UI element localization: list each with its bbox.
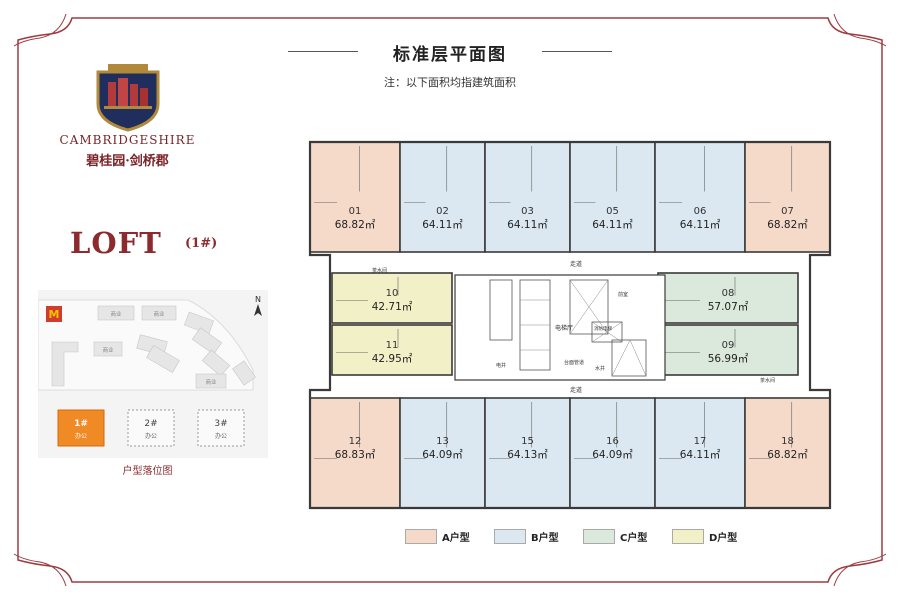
unit-area: 68.82㎡ (767, 449, 808, 461)
mech-room-label: 台面管道 (564, 359, 584, 366)
svg-text:3#: 3# (214, 419, 227, 429)
building-core: 电梯厅 台面管道 消防电梯 前室 电井 水井 (454, 274, 666, 381)
elevator-hall-label: 电梯厅 (555, 324, 573, 332)
tea-room-label-right: 茶水间 (760, 377, 775, 384)
product-title: LOFT (70, 226, 162, 260)
unit-07 (744, 141, 831, 253)
site-label: 商业 (110, 310, 122, 318)
unit-number: 16 (606, 436, 619, 447)
unit-area: 64.11㎡ (422, 219, 463, 231)
building-number: (1#) (185, 236, 218, 251)
unit-area: 56.99㎡ (708, 353, 749, 365)
unit-area: 68.82㎡ (335, 219, 376, 231)
unit-11 (331, 324, 453, 376)
site-label: 商业 (153, 310, 165, 318)
unit-16 (569, 397, 656, 509)
svg-text:办公: 办公 (215, 432, 227, 440)
unit-03 (484, 141, 571, 253)
unit-number: 12 (349, 436, 362, 447)
legend-swatch (672, 529, 704, 544)
legend-item-a: A户型 (405, 529, 470, 544)
north-label: N (255, 295, 261, 304)
legend-item-b: B户型 (494, 529, 559, 544)
legend-swatch (494, 529, 526, 544)
unit-09 (657, 324, 799, 376)
unit-number: 10 (386, 288, 399, 299)
floor-plan: 电梯厅 台面管道 消防电梯 前室 电井 水井 走道 走道 茶水间 茶水间 01 6… (300, 130, 840, 515)
corridor-label-bottom: 走道 (570, 386, 582, 394)
legend-item-c: C户型 (583, 529, 647, 544)
building-2-marker (127, 409, 175, 447)
title-rule-left (288, 51, 358, 52)
brand-name-en: CAMBRIDGESHIRE (59, 133, 196, 147)
unit-number: 03 (521, 206, 534, 217)
site-label: 商业 (102, 346, 114, 354)
mcdonalds-icon (46, 306, 62, 322)
unit-area: 57.07㎡ (708, 301, 749, 313)
tea-room-label-left: 茶水间 (372, 267, 387, 274)
unit-area: 64.11㎡ (592, 219, 633, 231)
front-room-label: 前室 (618, 291, 628, 298)
unit-01 (309, 141, 401, 253)
unit-number: 01 (349, 206, 362, 217)
unit-10 (331, 272, 453, 324)
elec-well-label: 电井 (496, 362, 506, 369)
unit-area: 64.09㎡ (592, 449, 633, 461)
site-map-caption: 户型落位图 (122, 466, 173, 477)
unit-number: 06 (694, 206, 707, 217)
water-well-label: 水井 (595, 365, 605, 372)
brand-name-cn: 碧桂园·剑桥郡 (86, 154, 169, 169)
legend-swatch (405, 529, 437, 544)
unit-area: 64.09㎡ (422, 449, 463, 461)
unit-area: 64.11㎡ (680, 219, 721, 231)
crest-logo-icon (96, 64, 160, 132)
unit-number: 18 (781, 436, 794, 447)
page-title: 标准层平面图 (393, 45, 507, 65)
legend-swatch (583, 529, 615, 544)
title-rule-right (542, 51, 612, 52)
unit-area: 64.11㎡ (680, 449, 721, 461)
corridor-label-top: 走道 (570, 260, 582, 268)
unit-number: 07 (781, 206, 794, 217)
building-3-marker (197, 409, 245, 447)
unit-area: 42.71㎡ (372, 301, 413, 313)
exterior-wall (308, 140, 832, 510)
unit-area: 64.11㎡ (507, 219, 548, 231)
svg-text:1#: 1# (74, 419, 88, 429)
site-label: 商业 (205, 378, 217, 386)
unit-number: 17 (694, 436, 707, 447)
unit-05 (569, 141, 656, 253)
legend-item-d: D户型 (672, 529, 737, 544)
unit-number: 08 (722, 288, 735, 299)
unit-17 (654, 397, 746, 509)
svg-text:M: M (49, 308, 60, 321)
svg-text:办公: 办公 (145, 432, 157, 440)
svg-text:办公: 办公 (75, 432, 87, 440)
unit-number: 05 (606, 206, 619, 217)
unit-number: 11 (386, 340, 399, 351)
unit-13 (399, 397, 486, 509)
unit-number: 09 (722, 340, 735, 351)
unit-area: 42.95㎡ (372, 353, 413, 365)
area-note: 注：以下面积均指建筑面积 (384, 76, 516, 89)
unit-number: 15 (521, 436, 534, 447)
unit-area: 68.82㎡ (767, 219, 808, 231)
building-1-marker (57, 409, 105, 447)
unit-15 (484, 397, 571, 509)
unit-18 (744, 397, 831, 509)
unit-number: 13 (436, 436, 449, 447)
fire-elevator-label: 消防电梯 (594, 325, 612, 332)
unit-08 (657, 272, 799, 324)
unit-02 (399, 141, 486, 253)
north-arrow-icon (254, 304, 262, 316)
site-map: M 商业 商业 商业 商业 N 1# 办公 2# 办公 3# 办公 (38, 290, 268, 458)
unit-number: 02 (436, 206, 449, 217)
unit-area: 64.13㎡ (507, 449, 548, 461)
unit-area: 68.83㎡ (335, 449, 376, 461)
svg-text:2#: 2# (144, 419, 157, 429)
unit-06 (654, 141, 746, 253)
